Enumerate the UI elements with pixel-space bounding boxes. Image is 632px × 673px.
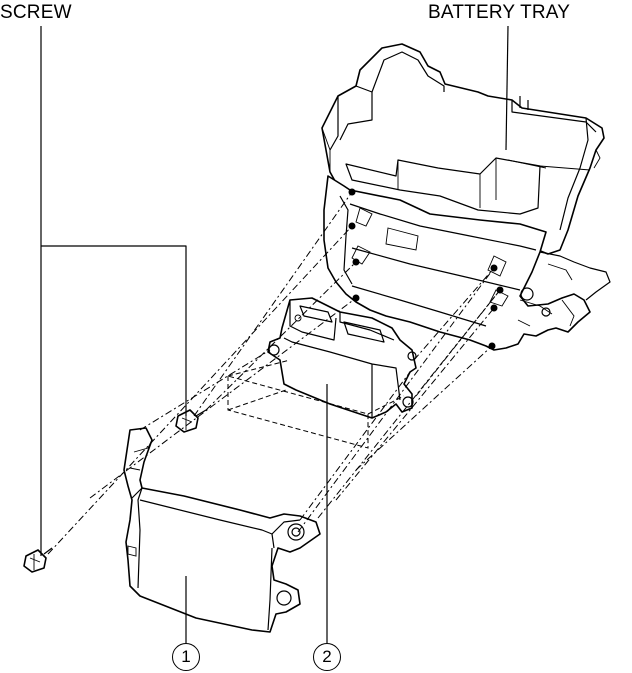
alignment-lines bbox=[47, 191, 501, 555]
callout-1: 1 bbox=[172, 643, 200, 671]
callout-2: 2 bbox=[313, 643, 341, 671]
module-unit-1 bbox=[123, 427, 321, 633]
screw-label: SCREW bbox=[0, 2, 72, 23]
hidden-outline bbox=[227, 359, 405, 449]
screw-upper bbox=[175, 409, 207, 433]
battery-tray-label: BATTERY TRAY bbox=[428, 2, 571, 23]
leader-lines bbox=[40, 25, 509, 643]
screw-lower bbox=[23, 547, 53, 573]
battery-tray bbox=[321, 43, 611, 351]
module-unit-2 bbox=[267, 297, 417, 419]
